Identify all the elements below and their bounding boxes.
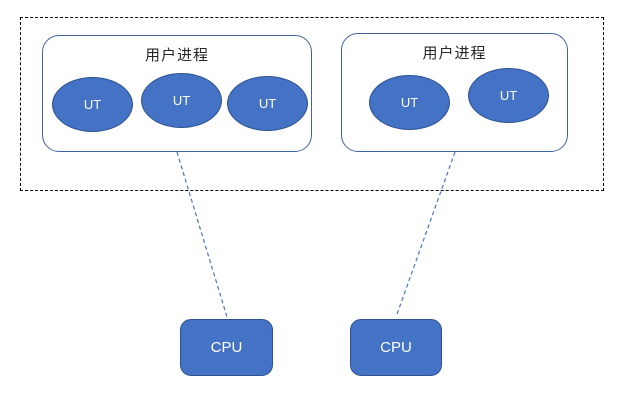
thread-ellipse: UT — [468, 68, 549, 123]
cpu-box-2: CPU — [350, 319, 442, 376]
process-group-1-title: 用户进程 — [144, 47, 209, 64]
cpu-box-1: CPU — [180, 319, 273, 376]
thread-label: UT — [258, 96, 277, 111]
thread-ellipse: UT — [52, 77, 133, 132]
thread-label: UT — [83, 97, 102, 112]
outer-dashed-container — [20, 17, 604, 191]
thread-ellipse: UT — [141, 73, 222, 128]
thread-ellipse: UT — [227, 76, 308, 131]
cpu-label: CPU — [210, 339, 243, 356]
process-group-2: 用户进程 UT UT — [341, 33, 568, 152]
process-group-1: 用户进程 UT UT UT — [42, 35, 312, 152]
process-group-2-title: 用户进程 — [422, 45, 487, 62]
thread-label: UT — [172, 93, 191, 108]
thread-label: UT — [400, 95, 419, 110]
thread-ellipse: UT — [369, 75, 450, 130]
thread-label: UT — [499, 88, 518, 103]
cpu-label: CPU — [380, 339, 412, 356]
